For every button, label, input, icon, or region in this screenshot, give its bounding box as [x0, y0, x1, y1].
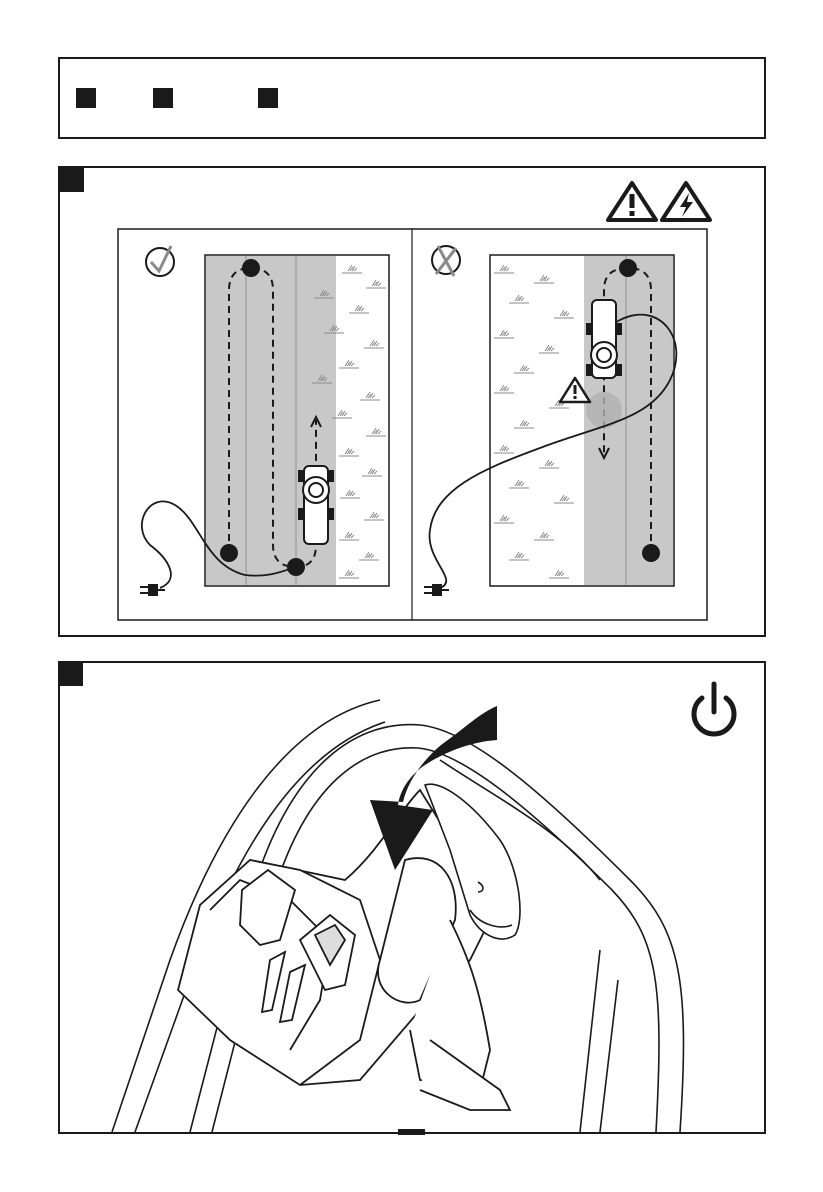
mower-icon: [586, 300, 622, 378]
warning-triangle-icon: [608, 183, 656, 220]
power-symbol-icon: [694, 684, 734, 734]
electric-hazard-icon: [662, 183, 710, 220]
mower-icon: [298, 466, 334, 544]
panel-2-marker: [59, 662, 83, 686]
